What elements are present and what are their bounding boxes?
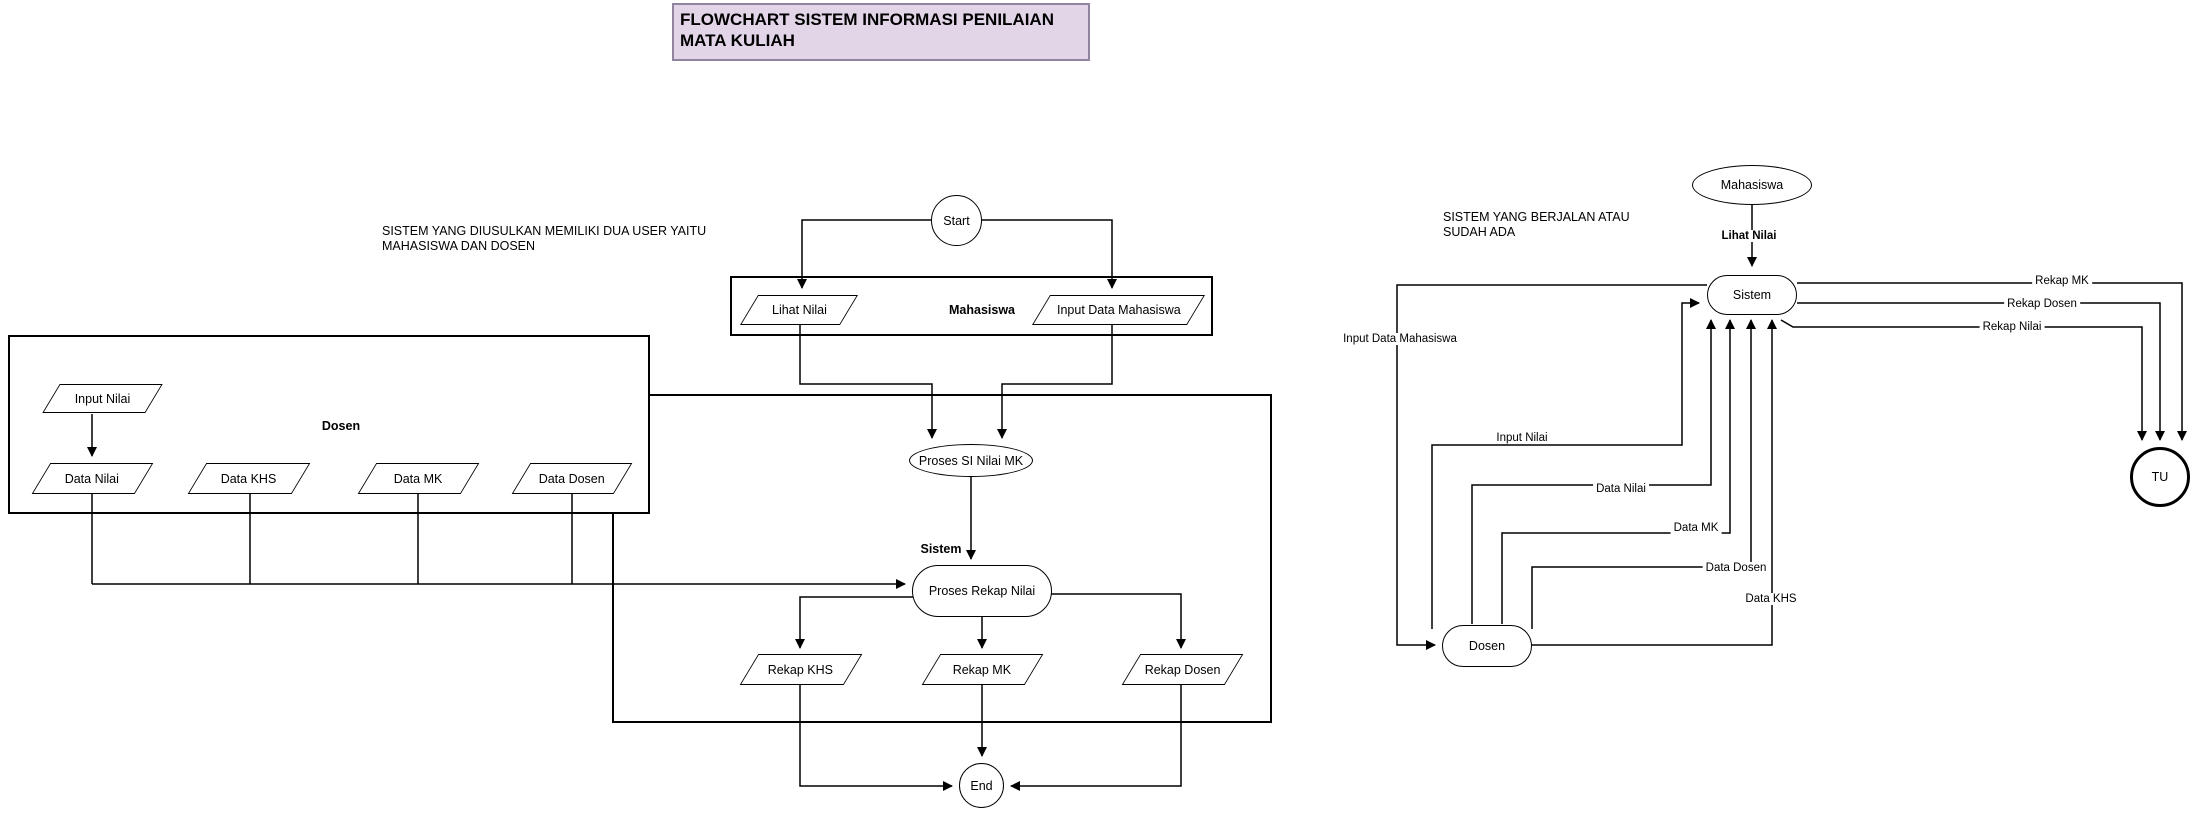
existing-mahasiswa-label: Mahasiswa bbox=[1720, 178, 1784, 192]
data-khs-node[interactable]: Data KHS bbox=[187, 463, 311, 494]
end-node-label: End bbox=[970, 778, 993, 793]
rekap-mk-node[interactable]: Rekap MK bbox=[921, 654, 1044, 685]
mahasiswa-container-label: Mahasiswa bbox=[948, 303, 1016, 317]
edge-label-data-mk: Data MK bbox=[1670, 522, 1722, 534]
edge-label-rekap-dosen: Rekap Dosen bbox=[2004, 298, 2080, 310]
rekap-dosen-label: Rekap Dosen bbox=[1144, 662, 1221, 677]
edge-label-input-nilai: Input Nilai bbox=[1493, 432, 1551, 444]
input-nilai-label: Input Nilai bbox=[74, 391, 131, 406]
data-dosen-node[interactable]: Data Dosen bbox=[511, 463, 633, 494]
existing-dosen-node[interactable]: Dosen bbox=[1442, 625, 1532, 667]
edge-label-input-data-mahasiswa: Input Data Mahasiswa bbox=[1340, 333, 1460, 345]
note-existing-system: SISTEM YANG BERJALAN ATAU SUDAH ADA bbox=[1443, 210, 1630, 240]
rekap-khs-label: Rekap KHS bbox=[768, 662, 834, 677]
diagram-title: FLOWCHART SISTEM INFORMASI PENILAIAN MAT… bbox=[672, 3, 1090, 61]
existing-mahasiswa-node[interactable]: Mahasiswa bbox=[1692, 165, 1812, 205]
note-proposed-line1: SISTEM YANG DIUSULKAN MEMILIKI DUA USER … bbox=[382, 224, 707, 238]
note-proposed-line2: MAHASISWA DAN DOSEN bbox=[382, 238, 536, 253]
lihat-nilai-label: Lihat Nilai bbox=[771, 303, 827, 317]
diagram-title-line2: MATA KULIAH bbox=[680, 31, 795, 51]
rekap-khs-node[interactable]: Rekap KHS bbox=[739, 654, 863, 685]
data-nilai-label: Data Nilai bbox=[65, 471, 120, 486]
proses-rekap-nilai-label: Proses Rekap Nilai bbox=[928, 584, 1036, 598]
start-node-label: Start bbox=[943, 213, 970, 228]
data-dosen-label: Data Dosen bbox=[538, 471, 605, 486]
dosen-container-label: Dosen bbox=[321, 419, 361, 433]
data-mk-node[interactable]: Data MK bbox=[357, 463, 480, 494]
input-data-mahasiswa-node[interactable]: Input Data Mahasiswa bbox=[1031, 295, 1206, 325]
lihat-nilai-node[interactable]: Lihat Nilai bbox=[739, 295, 859, 325]
existing-dosen-label: Dosen bbox=[1468, 639, 1506, 653]
note-proposed-system: SISTEM YANG DIUSULKAN MEMILIKI DUA USER … bbox=[382, 224, 706, 254]
existing-tu-label: TU bbox=[2151, 470, 2169, 484]
proses-rekap-nilai-node[interactable]: Proses Rekap Nilai bbox=[912, 565, 1052, 617]
rekap-mk-label: Rekap MK bbox=[953, 662, 1012, 677]
rekap-dosen-node[interactable]: Rekap Dosen bbox=[1121, 654, 1244, 685]
edge-label-rekap-nilai: Rekap Nilai bbox=[1979, 321, 2045, 333]
input-data-mahasiswa-label: Input Data Mahasiswa bbox=[1056, 303, 1181, 317]
edge-label-data-khs: Data KHS bbox=[1742, 593, 1800, 605]
edge-label-data-nilai: Data Nilai bbox=[1593, 483, 1649, 495]
note-existing-line2: SUDAH ADA bbox=[1443, 224, 1516, 239]
edge-label-rekap-mk: Rekap MK bbox=[2032, 275, 2092, 287]
proses-si-nilai-mk-node[interactable]: Proses SI Nilai MK bbox=[909, 444, 1033, 477]
start-node[interactable]: Start bbox=[931, 195, 982, 246]
existing-sistem-label: Sistem bbox=[1732, 288, 1772, 302]
sistem-container-label: Sistem bbox=[920, 542, 962, 556]
note-existing-line1: SISTEM YANG BERJALAN ATAU bbox=[1443, 210, 1630, 224]
data-nilai-node[interactable]: Data Nilai bbox=[31, 463, 154, 494]
sistem-container[interactable] bbox=[612, 394, 1272, 723]
diagram-title-line1: FLOWCHART SISTEM INFORMASI PENILAIAN bbox=[680, 10, 1054, 29]
data-mk-label: Data MK bbox=[394, 471, 443, 486]
end-node[interactable]: End bbox=[959, 763, 1004, 808]
existing-sistem-node[interactable]: Sistem bbox=[1707, 275, 1797, 315]
edge-label-lihat-nilai: Lihat Nilai bbox=[1718, 230, 1780, 242]
edge-label-data-dosen: Data Dosen bbox=[1702, 562, 1770, 574]
proses-si-nilai-mk-label: Proses SI Nilai MK bbox=[918, 453, 1024, 468]
existing-tu-node[interactable]: TU bbox=[2130, 447, 2190, 507]
data-khs-label: Data KHS bbox=[221, 471, 277, 486]
input-nilai-node[interactable]: Input Nilai bbox=[42, 384, 163, 413]
